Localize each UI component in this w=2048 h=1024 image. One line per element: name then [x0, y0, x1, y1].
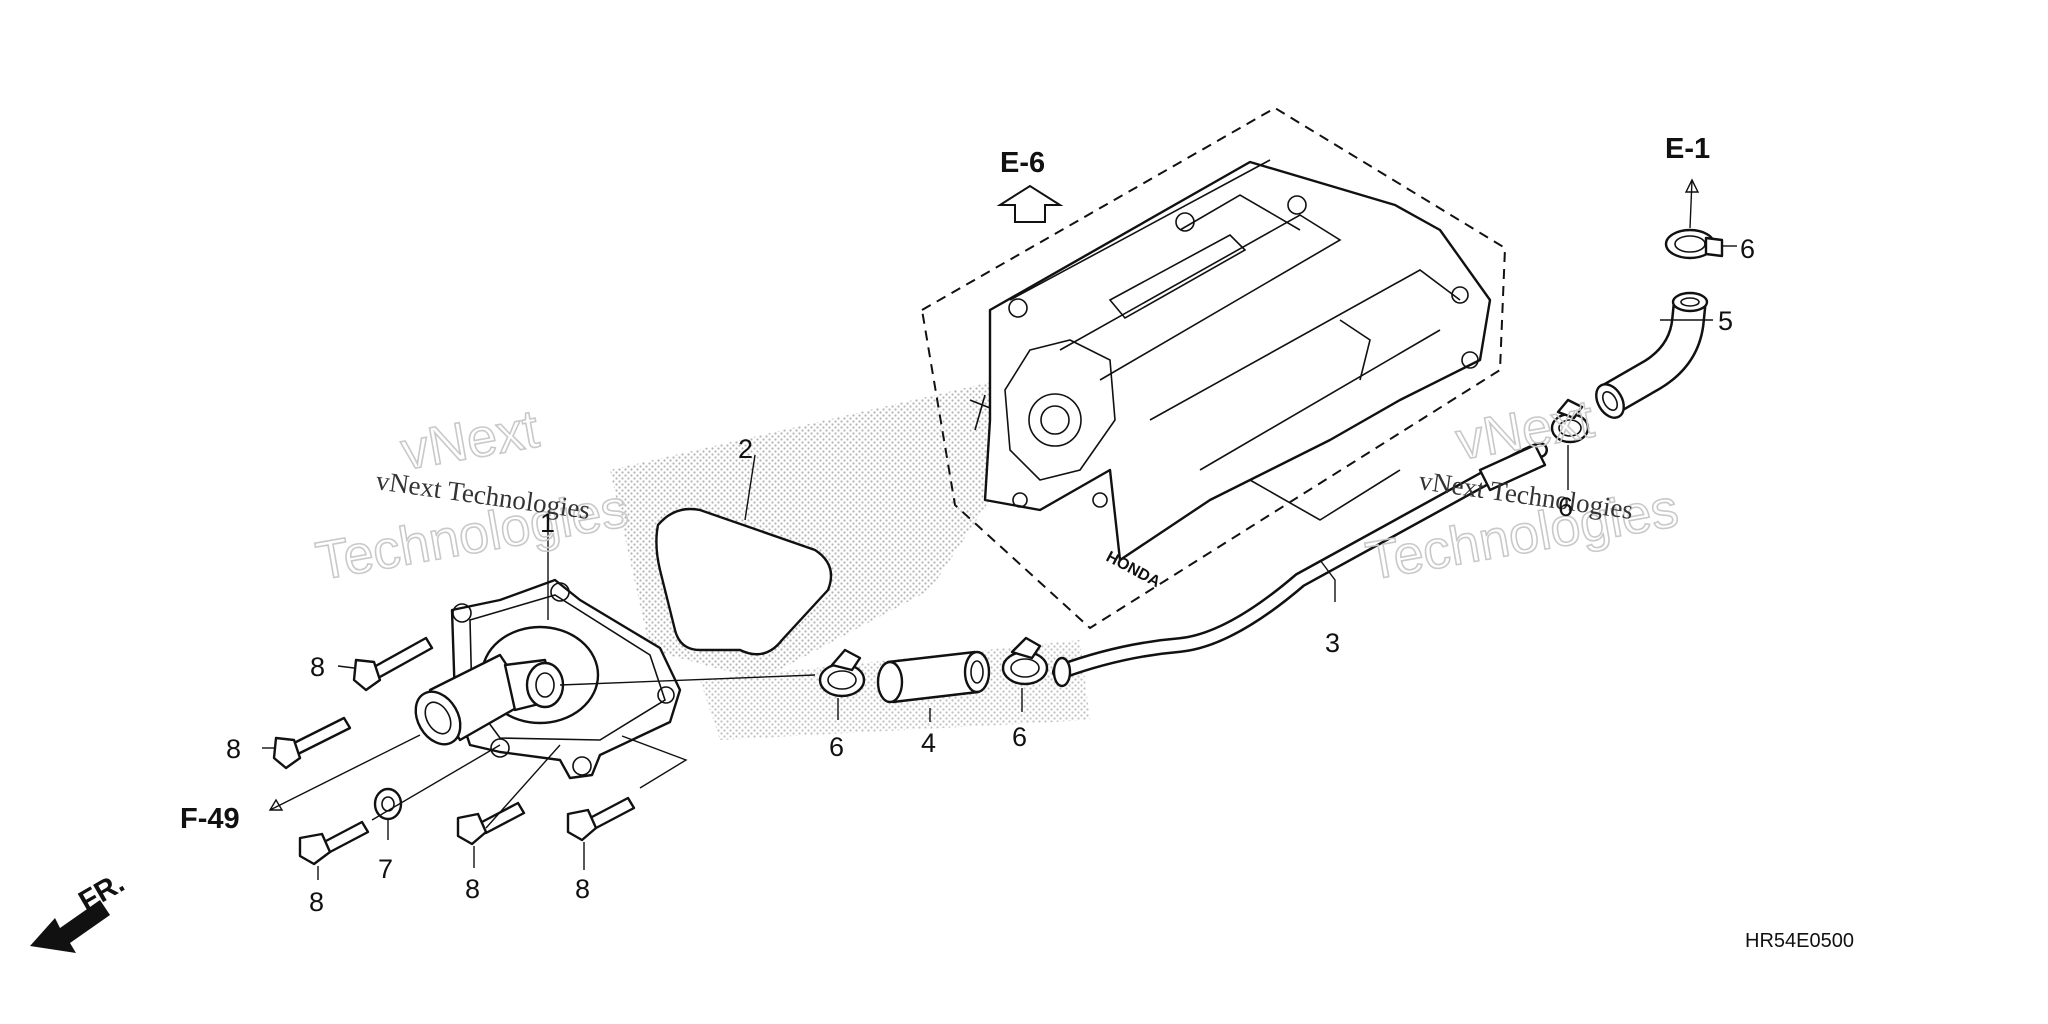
callout-8-mid-left: 8	[226, 734, 241, 764]
reference-f49: F-49	[180, 803, 240, 835]
engine-boundary-dashed	[920, 106, 1507, 630]
callout-numbers: 1 2 3 4 5 6 6 6 6 7 8 8 8 8 8	[226, 234, 1755, 917]
callout-7: 7	[378, 854, 393, 884]
hose-clamp-top-right	[1664, 228, 1724, 260]
callout-1: 1	[540, 508, 555, 538]
flange-bolt-bottom-left	[298, 820, 370, 866]
callout-3: 3	[1325, 628, 1340, 658]
callout-8-bottom-right: 8	[575, 874, 590, 904]
flange-bolt-bottom-mid	[456, 801, 526, 846]
svg-text:HONDA: HONDA	[1103, 549, 1163, 592]
sealing-washer	[373, 787, 403, 821]
hose-clamp-upper-right	[1550, 398, 1590, 444]
leader-lines	[262, 178, 1737, 880]
flange-bolt-top	[352, 636, 434, 692]
callout-8-top: 8	[310, 652, 325, 682]
drawing-code: HR54E0500	[1745, 930, 1854, 952]
flange-bolt-bottom-right	[566, 796, 636, 842]
callout-5: 5	[1718, 306, 1733, 336]
water-pump-cover	[414, 578, 682, 780]
reference-arrow-up-icon	[996, 184, 1064, 223]
reference-e6: E-6	[1000, 147, 1045, 179]
callout-2: 2	[738, 434, 753, 464]
short-hose	[876, 650, 991, 704]
callout-8-bottom-mid: 8	[465, 874, 480, 904]
gasket	[655, 507, 833, 656]
hose-clamp-left	[818, 648, 866, 698]
callout-6-upper-right: 6	[1558, 492, 1573, 522]
reference-e1: E-1	[1665, 133, 1710, 165]
water-pipe	[1052, 442, 1548, 688]
watermark-big-line1-right: vNext	[1452, 389, 1598, 472]
flange-bolt-mid-left	[272, 716, 352, 770]
callout-8-bottom-left: 8	[309, 887, 324, 917]
hose-clamp-middle	[1001, 636, 1049, 686]
front-direction-arrow-icon	[30, 900, 110, 953]
callout-6-top-right: 6	[1740, 234, 1755, 264]
watermark-big-line1: vNext	[397, 399, 543, 482]
callout-6-middle: 6	[1012, 722, 1027, 752]
bent-hose	[1595, 291, 1709, 419]
front-marker-label: FR.	[74, 867, 130, 918]
callout-6-left: 6	[829, 732, 844, 762]
callout-4: 4	[921, 728, 936, 758]
